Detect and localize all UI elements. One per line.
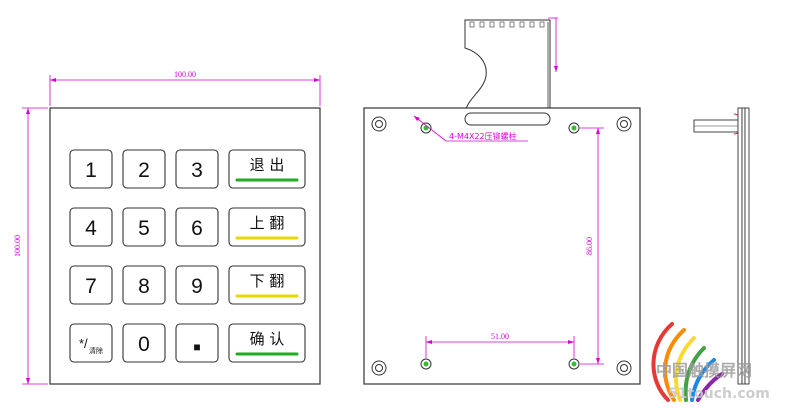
key-cap[interactable]	[175, 323, 219, 363]
side-layer-front	[744, 107, 750, 385]
cable-dim-arrow	[554, 66, 558, 72]
corner-hole	[371, 360, 387, 376]
key-cap[interactable]	[122, 323, 166, 363]
key-cap[interactable]	[175, 149, 219, 189]
callout-leader	[413, 115, 447, 142]
width-dim-arrow-right	[314, 78, 320, 82]
key-cap[interactable]	[69, 207, 113, 247]
key-2[interactable]: 2	[122, 149, 166, 189]
key-cap[interactable]	[175, 207, 219, 247]
key-cap[interactable]	[69, 265, 113, 305]
key-9[interactable]: 7	[69, 265, 113, 305]
key-label: */	[79, 336, 88, 351]
key-label: 0	[138, 333, 150, 356]
callout-arrow	[414, 116, 420, 121]
key-cap[interactable]	[122, 207, 166, 247]
width-dim-arrow-left	[50, 78, 56, 82]
side-layer-mid	[741, 107, 746, 385]
watermark: 中国触摸屏网 51touch.com	[651, 322, 770, 402]
key-cap[interactable]	[122, 149, 166, 189]
callout-label: 4-M4X22压铆螺柱	[449, 131, 517, 141]
key-13[interactable]: */清除	[69, 323, 113, 363]
back-plate	[363, 107, 641, 385]
key-10[interactable]: 8	[122, 265, 166, 305]
key-cap[interactable]	[122, 265, 166, 305]
height-dimension-text: 100.00	[13, 235, 22, 257]
key-3[interactable]: 3	[175, 149, 219, 189]
v-dim-arrow-top	[596, 128, 600, 134]
rivet-stud	[568, 122, 580, 134]
key-5[interactable]: 4	[69, 207, 113, 247]
key-label: 退 出	[250, 156, 285, 174]
side-layer-back	[737, 107, 743, 385]
key-cap[interactable]	[69, 323, 113, 363]
key-label: 4	[85, 217, 97, 240]
key-label: 8	[138, 275, 150, 298]
key-label: ■	[193, 340, 200, 354]
key-label: 下 翻	[250, 272, 285, 290]
key-label: 6	[191, 217, 203, 240]
key-cap[interactable]	[175, 265, 219, 305]
key-16[interactable]: 确 认	[228, 323, 306, 363]
height-dim-arrow-top	[26, 108, 30, 114]
side-view	[693, 107, 750, 385]
ribbon-cable	[464, 19, 551, 121]
h-dim-arrow-right	[568, 340, 574, 344]
v-dim-arrow-bottom	[596, 358, 600, 364]
key-8[interactable]: 上 翻	[228, 207, 306, 247]
ribbon-connector-pins	[469, 21, 545, 28]
key-11[interactable]: 9	[175, 265, 219, 305]
key-1[interactable]: 1	[69, 149, 113, 189]
key-15[interactable]: ■	[175, 323, 219, 363]
key-label: 2	[138, 159, 150, 182]
watermark-logo-icon	[651, 322, 724, 402]
key-4[interactable]: 退 出	[228, 149, 306, 189]
watermark-title: 中国触摸屏网	[656, 361, 752, 380]
key-label: 3	[191, 159, 203, 182]
key-label: 上 翻	[250, 214, 285, 232]
corner-hole	[371, 116, 387, 132]
key-label: 9	[191, 275, 203, 298]
front-view: 100.00 100.00 1 2 3 退 出 4 5 6 上 翻 7 8 9 下 翻 */清除 0 ■ 确 …	[13, 70, 321, 385]
watermark-url: 51touch.com	[668, 386, 770, 402]
key-label: 确 认	[250, 330, 285, 348]
rivet-stud	[568, 358, 580, 370]
key-14[interactable]: 0	[122, 323, 166, 363]
corner-hole	[616, 116, 632, 132]
key-label: 5	[138, 217, 150, 240]
rivet-stud	[420, 358, 432, 370]
key-cap[interactable]	[69, 149, 113, 189]
key-label: 1	[85, 159, 97, 182]
key-sub-label: 清除	[89, 346, 103, 355]
key-6[interactable]: 5	[122, 207, 166, 247]
corner-hole	[616, 360, 632, 376]
key-grid: 1 2 3 退 出 4 5 6 上 翻 7 8 9 下 翻 */清除 0 ■ 确 认	[69, 149, 306, 363]
key-12[interactable]: 下 翻	[228, 265, 306, 305]
key-label: 7	[85, 275, 97, 298]
width-dimension-text: 100.00	[174, 70, 196, 79]
vertical-dimension-text: 86.00	[585, 237, 594, 255]
height-dim-arrow-bottom	[26, 378, 30, 384]
key-7[interactable]: 6	[175, 207, 219, 247]
cable-slot	[464, 112, 551, 126]
horizontal-dimension-text: 51.00	[491, 332, 509, 341]
h-dim-arrow-left	[426, 340, 432, 344]
back-view: 4-M4X22压铆螺柱 86.00 51.00	[363, 17, 641, 385]
